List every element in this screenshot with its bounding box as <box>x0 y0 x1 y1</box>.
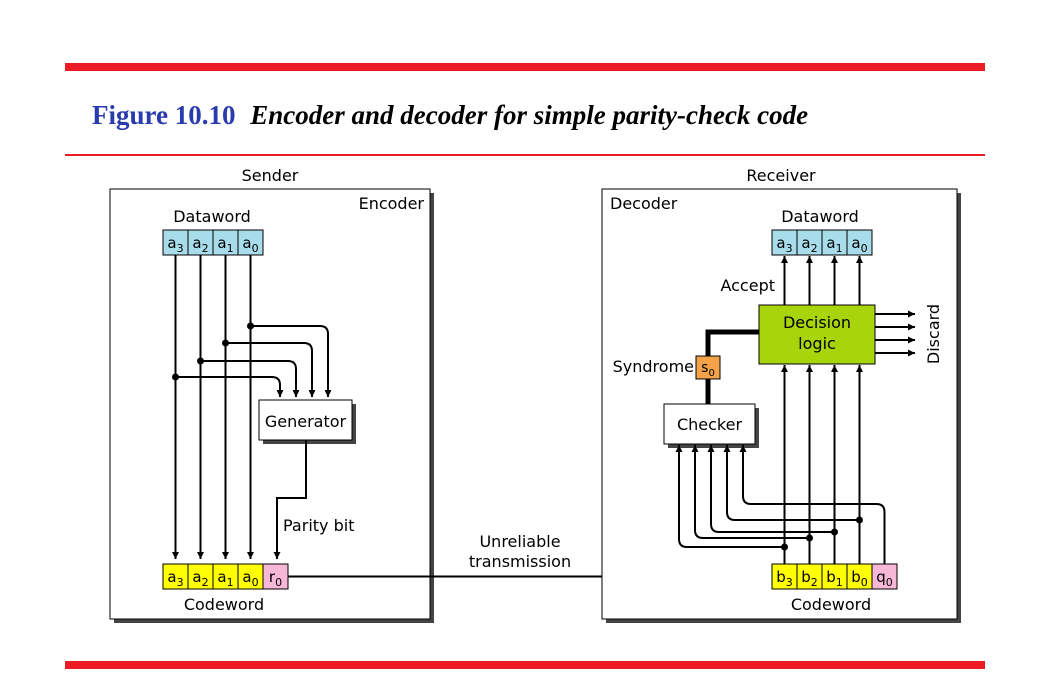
svg-text:a2: a2 <box>192 568 208 589</box>
checker-label: Checker <box>677 415 742 434</box>
figure-caption: Encoder and decoder for simple parity-ch… <box>250 100 809 130</box>
decision-logic-box <box>758 304 876 365</box>
checker-box <box>663 403 756 445</box>
checker-input-lines <box>675 445 886 564</box>
sender-dataword-cell <box>237 229 264 256</box>
receiver-dataword-cell <box>771 229 798 256</box>
figure-number: Figure 10.10 <box>92 100 236 130</box>
sender-dataword-cells: a3 a2 a1 a0 <box>162 229 264 256</box>
svg-text:a1: a1 <box>217 234 233 255</box>
generator-input-lines <box>175 325 332 397</box>
svg-text:a0: a0 <box>242 234 258 255</box>
syndrome-label: Syndrome <box>613 357 694 376</box>
decision-logic-label-line2: logic <box>798 334 836 353</box>
receiver-dataword-cells: a3 a2 a1 a0 <box>771 229 873 256</box>
sender-codeword-label: Codeword <box>184 595 264 614</box>
receiver-codeword-label: Codeword <box>791 595 871 614</box>
svg-text:a1: a1 <box>826 234 842 255</box>
receiver-codeword-cells: b3 b2 b1 b0 q0 <box>771 563 898 590</box>
accept-label: Accept <box>720 276 775 295</box>
syndrome-line <box>705 329 759 404</box>
svg-text:a0: a0 <box>242 568 258 589</box>
sender-codeword-cell <box>187 563 214 590</box>
sender-junction-dots <box>172 322 254 381</box>
svg-text:q0: q0 <box>876 568 893 589</box>
encoder-label: Encoder <box>359 194 425 213</box>
syndrome-cell <box>695 355 721 380</box>
decoder-label: Decoder <box>610 194 678 213</box>
svg-text:a3: a3 <box>167 234 183 255</box>
generator-label: Generator <box>265 412 347 431</box>
receiver-dataword-cell <box>846 229 873 256</box>
sender-codeword-cell <box>237 563 264 590</box>
svg-text:r0: r0 <box>269 568 282 589</box>
decision-logic-label-line1: Decision <box>783 313 851 332</box>
sender-heading: Sender <box>242 166 299 185</box>
receiver-dataword-label: Dataword <box>781 207 859 226</box>
sender-codeword-cell <box>162 563 189 590</box>
svg-text:a3: a3 <box>776 234 792 255</box>
receiver-junction-dots <box>781 516 863 551</box>
svg-text:s0: s0 <box>701 360 715 379</box>
sender-dataword-cell <box>162 229 189 256</box>
parity-bit-line <box>273 440 307 559</box>
sender-dataword-label: Dataword <box>173 207 251 226</box>
svg-text:a3: a3 <box>167 568 183 589</box>
receiver-codeword-cell <box>846 563 873 590</box>
svg-text:a0: a0 <box>851 234 867 255</box>
sender-codeword-cells: a3 a2 a1 a0 r0 <box>162 563 289 590</box>
sender-parity-cell <box>262 563 289 590</box>
accept-arrows <box>781 256 863 305</box>
receiver-dataword-cell <box>796 229 823 256</box>
discard-arrows <box>875 310 915 357</box>
discard-label: Discard <box>924 304 943 364</box>
parity-bit-label: Parity bit <box>283 516 354 535</box>
sender-data-lines <box>172 255 254 559</box>
svg-text:b2: b2 <box>801 568 818 589</box>
top-red-bar <box>65 63 985 71</box>
svg-text:a1: a1 <box>217 568 233 589</box>
svg-text:b3: b3 <box>776 568 793 589</box>
transmission-label-line2: transmission <box>469 552 571 571</box>
svg-text:b0: b0 <box>851 568 868 589</box>
figure-title: Figure 10.10 Encoder and decoder for sim… <box>92 100 808 131</box>
transmission-label-line1: Unreliable <box>479 532 560 551</box>
title-underline <box>65 154 985 156</box>
sender-codeword-cell <box>212 563 239 590</box>
receiver-codeword-cell <box>821 563 848 590</box>
svg-text:b1: b1 <box>826 568 843 589</box>
svg-text:a2: a2 <box>801 234 817 255</box>
receiver-parity-cell <box>871 563 898 590</box>
bottom-red-bar <box>65 661 985 669</box>
sender-dataword-cell <box>212 229 239 256</box>
receiver-codeword-cell <box>771 563 798 590</box>
svg-text:a2: a2 <box>192 234 208 255</box>
receiver-heading: Receiver <box>746 166 816 185</box>
